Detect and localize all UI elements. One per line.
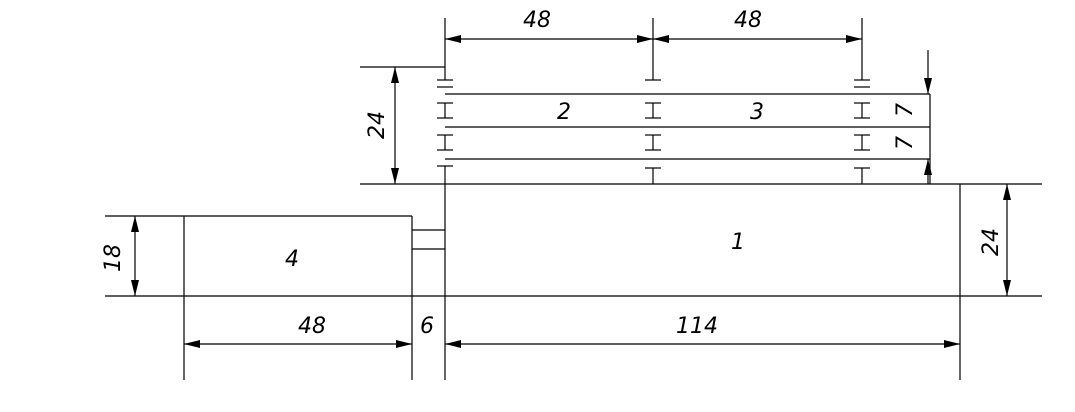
dimension-stack-height: 24 — [365, 67, 399, 184]
dim-label-top-left: 48 — [523, 8, 551, 33]
dim-label-base-width: 114 — [676, 314, 718, 339]
block-4 — [105, 215, 413, 380]
part-label-4: 4 — [285, 247, 299, 272]
dimension-top-right: 48 — [653, 8, 862, 43]
dim-label-top-right: 48 — [734, 8, 762, 33]
dimension-left-width: 48 — [184, 314, 412, 348]
dim-label-layer-lower: 7 — [893, 136, 918, 150]
layer-stack — [360, 66, 931, 184]
connector — [412, 229, 445, 250]
dimension-base-width: 114 — [445, 314, 960, 348]
dimension-top-left: 48 — [445, 8, 653, 43]
dimension-base-height: 24 — [979, 184, 1011, 296]
dimension-gap: 6 — [420, 314, 434, 339]
part-label-1: 1 — [731, 230, 745, 255]
dimension-layer-thickness: 7 7 — [893, 50, 932, 184]
dim-label-left-width: 48 — [298, 314, 326, 339]
dim-label-layer-upper: 7 — [893, 103, 918, 117]
dim-label-base-height: 24 — [979, 228, 1004, 256]
part-label-3: 3 — [750, 100, 764, 125]
dim-label-gap: 6 — [420, 314, 434, 339]
bolt-column-left — [437, 18, 453, 184]
part-label-2: 2 — [557, 100, 571, 125]
dimension-left-height: 18 — [101, 216, 139, 296]
bolt-column-middle — [645, 18, 661, 184]
dim-label-stack-height: 24 — [365, 111, 390, 139]
dim-label-left-height: 18 — [101, 244, 126, 272]
bolt-column-right — [854, 18, 870, 184]
block-1 — [105, 183, 1042, 380]
